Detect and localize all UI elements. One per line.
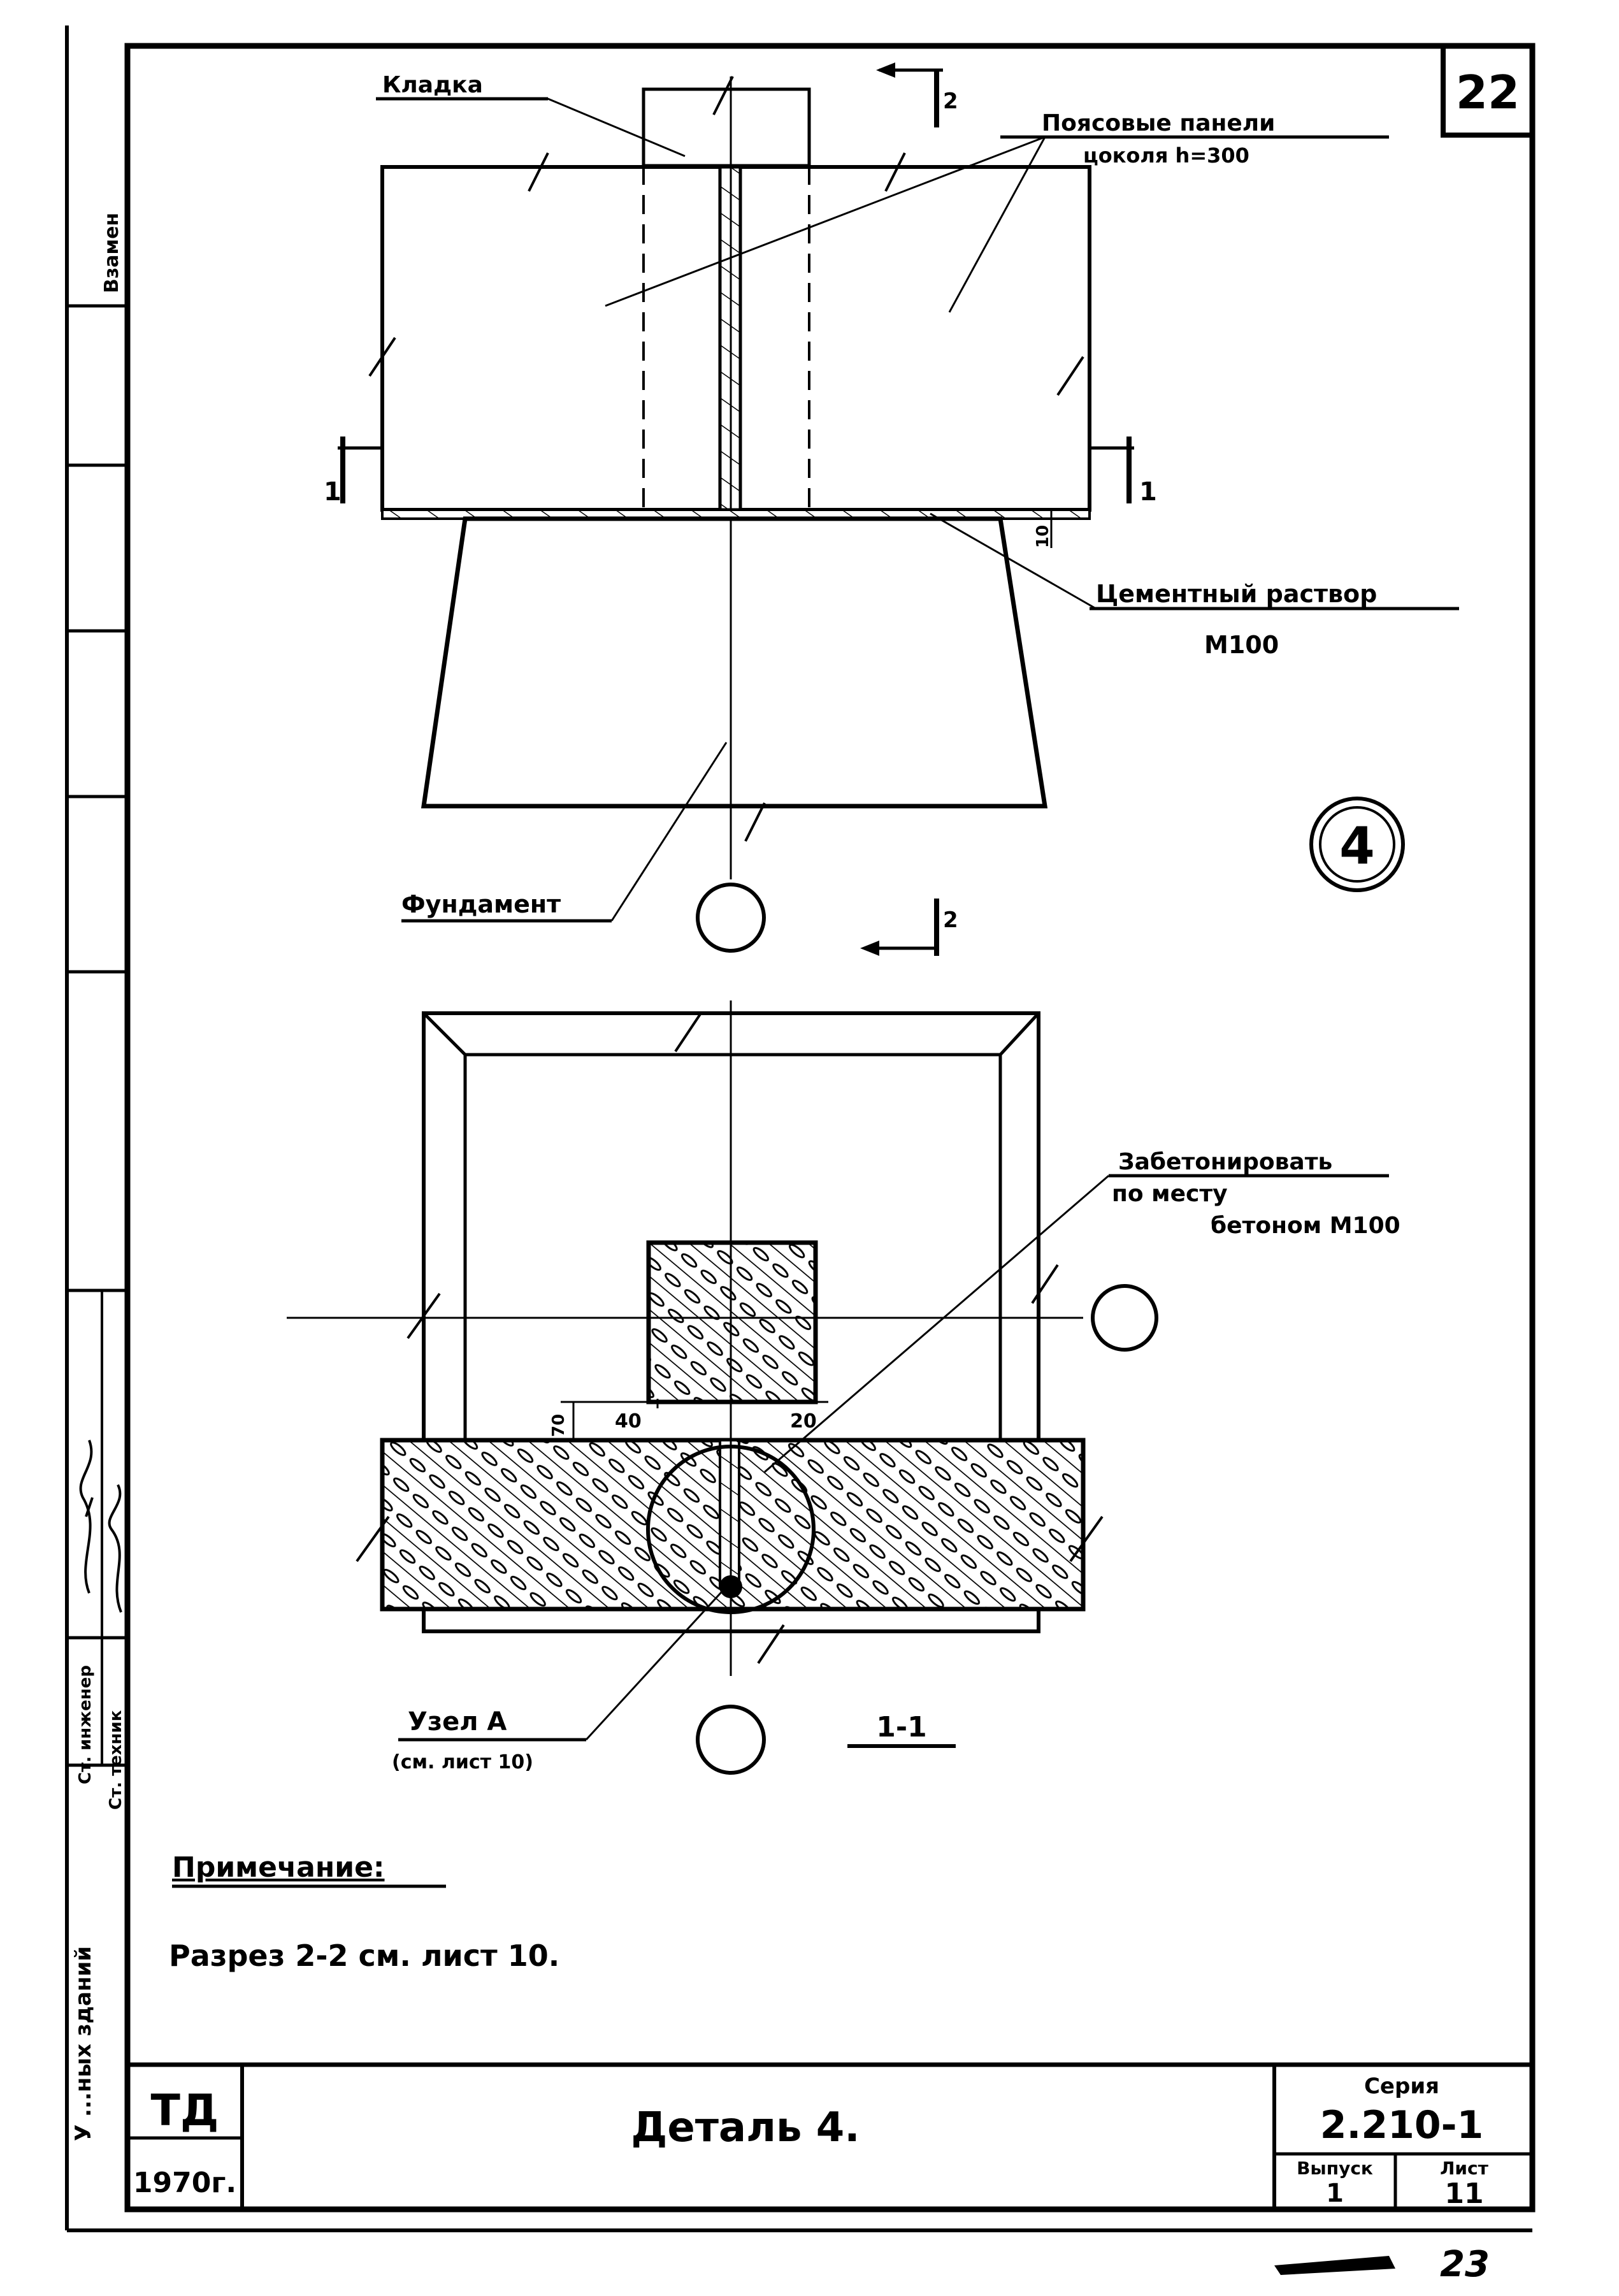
detail-number-circle: 4 bbox=[1309, 797, 1405, 892]
sheet-number: 22 bbox=[1456, 66, 1520, 119]
detail-number: 4 bbox=[1339, 816, 1375, 876]
label-concrete-line3: бетоном М100 bbox=[1211, 1213, 1400, 1239]
sheet-label: Лист bbox=[1440, 2158, 1488, 2179]
cut-1-left-label: 1 bbox=[324, 477, 342, 507]
label-mortar-line2: М100 bbox=[1204, 631, 1279, 659]
label-node-line1: Узел А bbox=[408, 1707, 507, 1736]
label-concrete-line2: по месту bbox=[1112, 1181, 1228, 1207]
label-node-line2: (см. лист 10) bbox=[392, 1751, 533, 1773]
title-text: Деталь 4. bbox=[631, 2104, 860, 2151]
sheet-frame bbox=[65, 25, 1536, 2232]
label-brickwork: Кладка bbox=[382, 72, 483, 98]
sheet-number-box: 22 bbox=[1441, 43, 1535, 138]
section-label: 1-1 bbox=[876, 1711, 927, 1744]
signature-scribble-2 bbox=[108, 1484, 122, 1613]
label-panels-line2: цоколя h=300 bbox=[1083, 143, 1249, 168]
label-panels-line1: Поясовые панели bbox=[1042, 110, 1275, 136]
note-heading: Примечание: bbox=[172, 1851, 385, 1884]
left-strip-engineer: Ст. инженер bbox=[76, 1665, 95, 1784]
signature-scribble-1 bbox=[79, 1440, 94, 1594]
note-text: Разрез 2-2 см. лист 10. bbox=[169, 1939, 559, 1973]
series-label: Серия bbox=[1364, 2074, 1439, 2099]
section-1-1-view bbox=[287, 1000, 1389, 1775]
issue-value: 1 bbox=[1326, 2179, 1344, 2208]
label-concrete-line1: Забетонировать bbox=[1118, 1149, 1332, 1175]
sheet-value: 11 bbox=[1444, 2177, 1483, 2210]
label-mortar-line1: Цементный раствор bbox=[1096, 580, 1377, 608]
title-year: 1970г. bbox=[133, 2167, 236, 2199]
title-block bbox=[127, 2062, 1532, 2209]
left-strip-bottom-text: У ...ных зданий bbox=[71, 1946, 96, 2141]
cut-2-bottom-label: 2 bbox=[943, 907, 958, 933]
dim-left: 40 bbox=[615, 1410, 642, 1433]
left-strip-technician: Ст. техник bbox=[106, 1710, 126, 1810]
label-foundation: Фундамент bbox=[401, 890, 561, 918]
series-value: 2.210-1 bbox=[1320, 2103, 1483, 2148]
footer-stamp: 23 bbox=[1274, 2244, 1490, 2285]
mortar-thickness-dim: 10 bbox=[1033, 525, 1053, 548]
issue-label: Выпуск bbox=[1297, 2158, 1373, 2179]
dim-height: 70 bbox=[549, 1414, 568, 1437]
cut-1-right-label: 1 bbox=[1139, 477, 1157, 507]
left-strip-vzamen: Взамен bbox=[101, 213, 123, 293]
dim-right: 20 bbox=[790, 1410, 817, 1433]
title-org: ТД bbox=[151, 2086, 219, 2136]
elevation-view bbox=[338, 62, 1459, 956]
cut-2-top-label: 2 bbox=[943, 89, 958, 114]
footer-stamp-number: 23 bbox=[1440, 2244, 1490, 2285]
